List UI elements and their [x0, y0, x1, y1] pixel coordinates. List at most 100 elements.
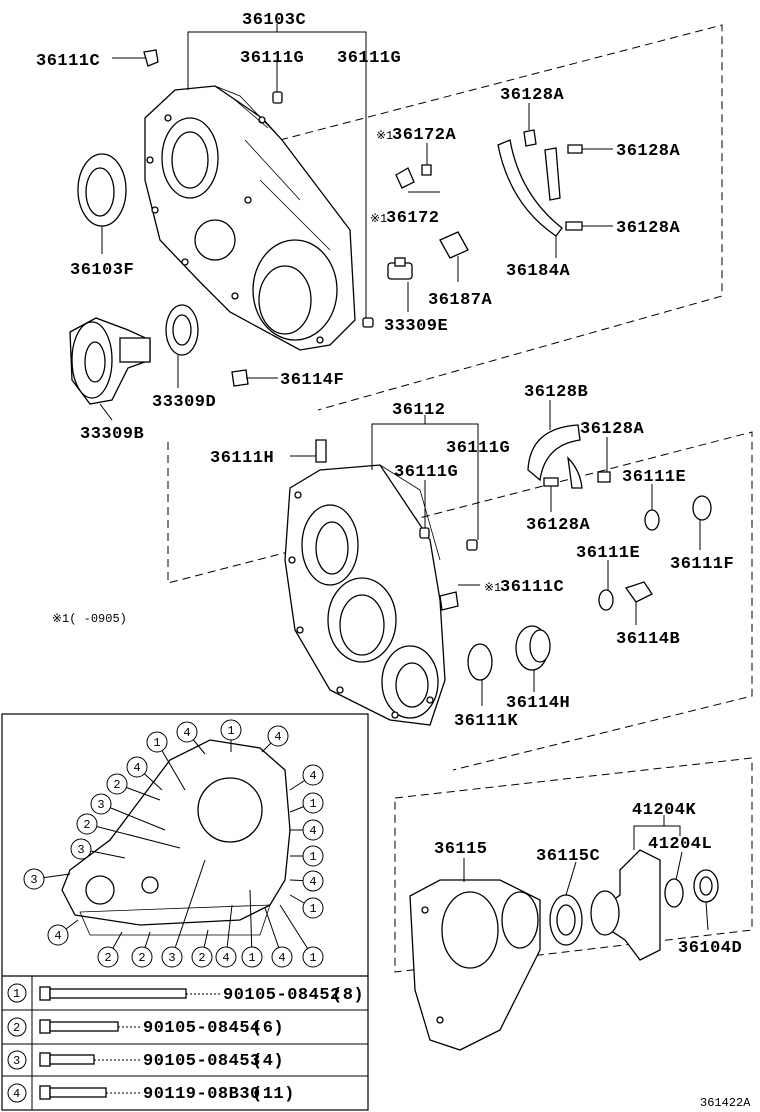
callout-number: 2 — [104, 951, 111, 965]
bolt-36111C-lower[interactable] — [439, 591, 459, 611]
pin-36111G-c[interactable] — [419, 527, 430, 539]
callout-circle — [302, 792, 324, 814]
callout-leader — [86, 823, 181, 849]
label-33309E: 33309E — [384, 317, 448, 336]
callout-circle — [90, 793, 112, 815]
callout-circle — [146, 731, 168, 753]
callout-circle — [271, 946, 293, 968]
transfer-rear-case[interactable] — [284, 464, 446, 726]
bolt-36128A-low[interactable] — [543, 477, 559, 487]
bolt-36111C-upper[interactable] — [143, 49, 159, 67]
callout-circle — [302, 845, 324, 867]
bolt-36172A[interactable] — [421, 164, 432, 176]
group-outline-upper — [279, 24, 723, 411]
ring-36111E-a[interactable] — [644, 509, 660, 531]
legend-qty-2: (6) — [252, 1019, 284, 1038]
callout-number: 4 — [222, 951, 229, 965]
label-36128B: 36128B — [524, 383, 588, 402]
flange-41204K[interactable] — [590, 849, 661, 961]
label-36103F: 36103F — [70, 261, 134, 280]
label-36172A: 36172A — [392, 126, 457, 145]
callout-number: 1 — [309, 850, 316, 864]
label-36103C: 36103C — [242, 11, 306, 30]
callout-circle — [161, 946, 183, 968]
legend-part-4: 90119-08B30 — [143, 1085, 261, 1104]
pin-36111G-a[interactable] — [272, 91, 283, 104]
legend-key-3: 3 — [13, 1054, 20, 1068]
callout-number: 4 — [278, 951, 285, 965]
callout-circle — [302, 764, 324, 786]
label-36128A-low2: 36128A — [580, 420, 645, 439]
callout-number: 2 — [198, 951, 205, 965]
switch-33309E[interactable] — [387, 257, 413, 280]
plug-36114B[interactable] — [624, 581, 653, 603]
label-33309D: 33309D — [152, 393, 216, 412]
label-36114H: 36114H — [506, 694, 570, 713]
bolt-36111H[interactable] — [315, 439, 327, 463]
callout-circle — [106, 773, 128, 795]
extension-housing-36115[interactable] — [409, 879, 541, 1051]
label-36111C-top: 36111C — [36, 52, 100, 71]
label-36187A: 36187A — [428, 291, 493, 310]
flange-33309B[interactable] — [69, 317, 151, 405]
bolt-36128A-top[interactable] — [523, 129, 537, 147]
callout-circle — [131, 946, 153, 968]
seal-33309D[interactable] — [165, 304, 199, 356]
callout-number: 3 — [168, 951, 175, 965]
ring-36111K[interactable] — [467, 643, 493, 681]
footnote: ※1( -0905) — [52, 612, 127, 626]
label-36115: 36115 — [434, 840, 488, 859]
seal-36115C[interactable] — [549, 894, 583, 946]
bolt-36128A-low2[interactable] — [597, 471, 611, 483]
plug-36114F[interactable] — [231, 369, 249, 387]
pin-36111G-d[interactable] — [466, 539, 478, 551]
label-36172: 36172 — [386, 209, 440, 228]
callout-number: 1 — [227, 724, 234, 738]
bolt-36128A-mid2[interactable] — [565, 221, 583, 231]
callout-circle — [126, 756, 148, 778]
plug-36111F[interactable] — [692, 495, 712, 521]
callout-number: 1 — [309, 951, 316, 965]
mark-1b: ※1 — [370, 212, 387, 226]
callout-number: 1 — [309, 797, 316, 811]
callout-circle — [97, 946, 119, 968]
callout-circle — [302, 897, 324, 919]
legend-part-2: 90105-08454 — [143, 1019, 261, 1038]
callout-number: 3 — [97, 798, 104, 812]
label-36115C: 36115C — [536, 847, 600, 866]
bolt-legend: 1 90105-08452 (8) 2 90105-08454 (6) 3 90… — [7, 983, 364, 1104]
callout-circle — [215, 946, 237, 968]
bolt-36128A-mid1[interactable] — [567, 144, 583, 154]
bracket-36172[interactable] — [395, 167, 415, 189]
callout-number: 3 — [77, 843, 84, 857]
group-outline-middle — [167, 431, 753, 771]
callout-number: 2 — [138, 951, 145, 965]
plate-36184A[interactable] — [497, 139, 563, 237]
oil-seal-36103F[interactable] — [77, 153, 127, 227]
callout-number: 4 — [309, 875, 316, 889]
mark-1c: ※1 — [484, 581, 501, 595]
label-36184A: 36184A — [506, 262, 571, 281]
legend-key-4: 4 — [13, 1087, 20, 1101]
label-36128A-mid1: 36128A — [616, 142, 681, 161]
transfer-front-case[interactable] — [144, 85, 356, 351]
group-outline-lower — [394, 757, 753, 973]
ring-36111E-b[interactable] — [598, 589, 614, 611]
nut-36104D[interactable] — [693, 869, 719, 903]
plate-36128B[interactable] — [527, 424, 583, 489]
callout-number: 4 — [309, 824, 316, 838]
legend-row-1: 1 90105-08452 (8) — [7, 983, 364, 1005]
label-36111G-b: 36111G — [337, 49, 401, 68]
label-41204L: 41204L — [648, 835, 712, 854]
callout-leader — [100, 803, 166, 831]
seal-41204L[interactable] — [664, 878, 684, 908]
cap-36114H[interactable] — [515, 625, 551, 671]
label-41204K: 41204K — [632, 801, 697, 820]
callout-circle — [76, 813, 98, 835]
label-36114B: 36114B — [616, 630, 680, 649]
sensor-36187A[interactable] — [439, 231, 469, 259]
pin-36111G-b[interactable] — [362, 317, 374, 328]
part-labels: 36103C 36111C 36111G 36111G 36128A ※1 36… — [36, 11, 751, 1110]
